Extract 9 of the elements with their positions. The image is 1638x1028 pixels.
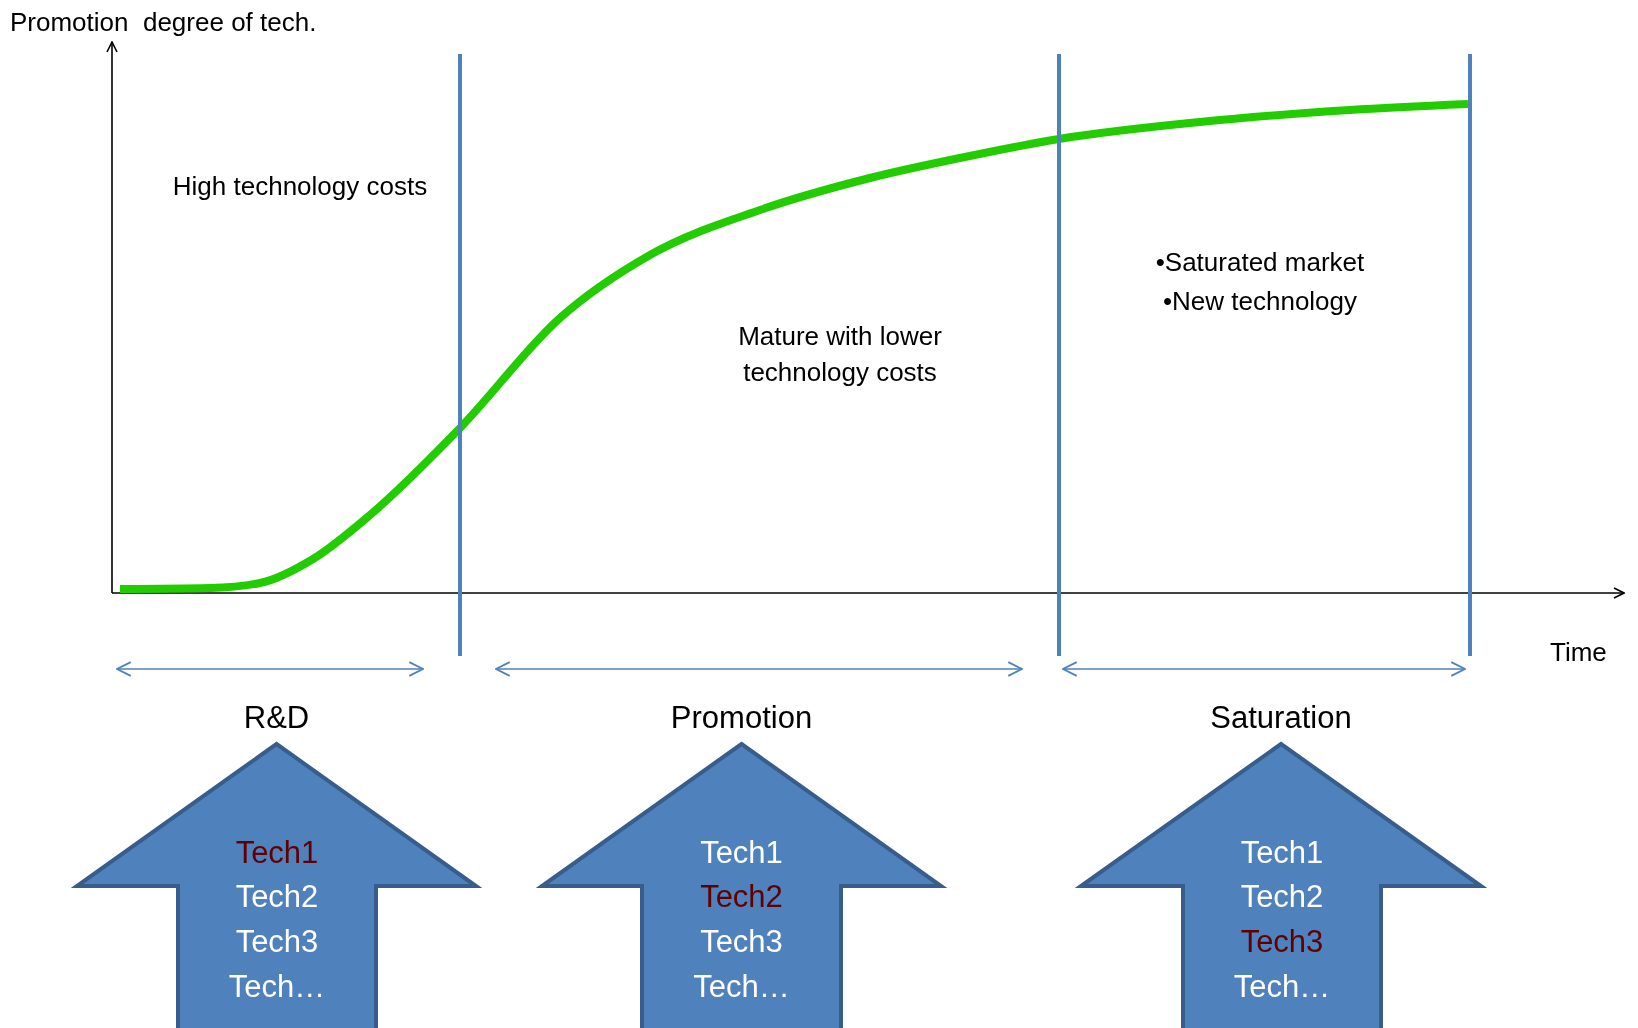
annotation-text: •New technology	[1161, 285, 1359, 318]
axis-title: Time	[1550, 636, 1608, 669]
phase-label: Promotion	[669, 700, 814, 736]
phase-label: R&D	[242, 700, 311, 736]
annotation-text: •Saturated market	[1154, 246, 1366, 279]
annotation-text: High technology costs	[171, 170, 429, 203]
annotation-text: Mature with lower technology costs	[737, 320, 943, 390]
axis-title: Promotion degree of tech.	[10, 6, 318, 39]
phase-label: Saturation	[1209, 700, 1353, 736]
